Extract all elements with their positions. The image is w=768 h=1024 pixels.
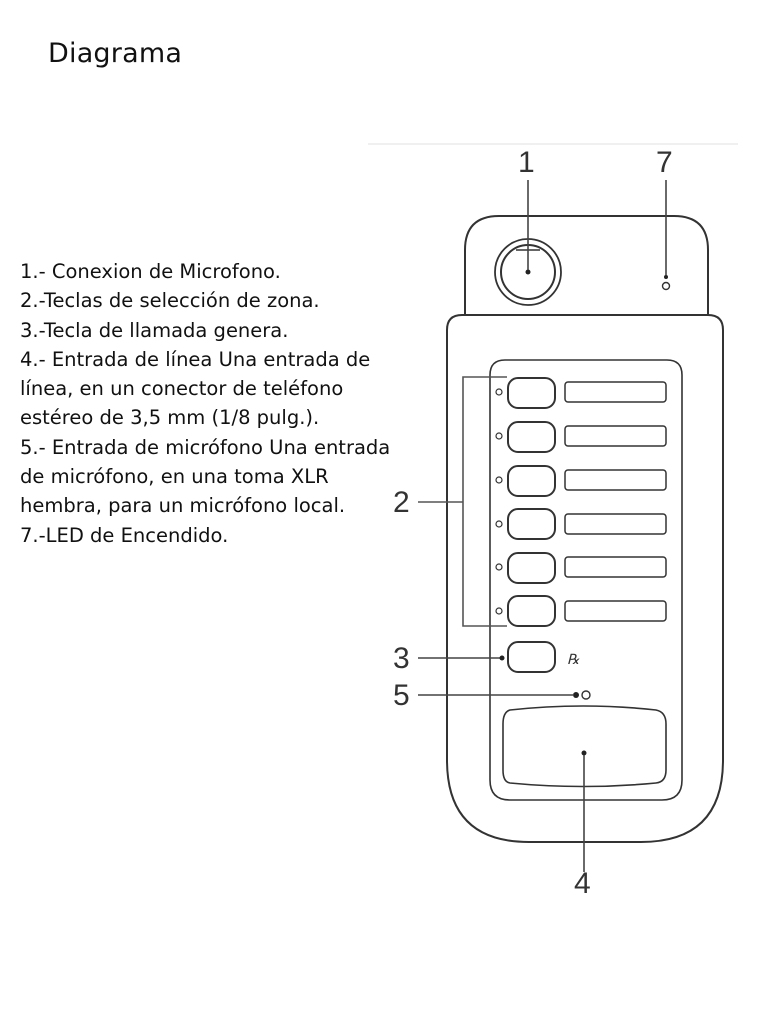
inner-panel	[489, 359, 683, 801]
legend-line: estéreo de 3,5 mm (1/8 pulg.).	[20, 406, 320, 430]
device-body	[446, 314, 724, 843]
callout-1: 1	[518, 146, 535, 179]
zone-key-row	[495, 465, 667, 497]
legend-line: 2.-Teclas de selección de zona.	[20, 289, 320, 313]
page-title: Diagrama	[48, 38, 183, 69]
leader-lines	[418, 180, 667, 872]
callout-7: 7	[656, 146, 673, 179]
zone-key-row	[495, 377, 667, 409]
legend-line: 7.-LED de Encendido.	[20, 523, 229, 547]
legend-line: línea, en un conector de teléfono	[20, 377, 344, 401]
callout-3: 3	[393, 642, 410, 675]
mic-input-indicator	[573, 690, 591, 700]
legend-line: 3.-Tecla de llamada genera.	[20, 318, 289, 342]
legend-line: hembra, para un micrófono local.	[20, 494, 346, 518]
legend-line: 4.- Entrada de línea Una entrada de	[20, 347, 371, 371]
callout-2-bracket	[418, 376, 507, 627]
power-led	[661, 275, 671, 291]
line-input-panel	[502, 705, 667, 788]
legend-line: de micrófono, en una toma XLR	[20, 465, 329, 489]
callout-4: 4	[574, 867, 591, 900]
line-input-dot	[581, 750, 587, 756]
legend-text: 1.- Conexion de Microfono. 2.-Teclas de …	[20, 257, 450, 550]
general-call-symbol-icon: ℞	[567, 652, 580, 668]
callout-2: 2	[393, 486, 410, 519]
general-call-key: ℞	[507, 641, 580, 673]
zone-key-row	[495, 552, 667, 584]
zone-key-row	[495, 421, 667, 453]
legend-line: 5.- Entrada de micrófono Una entrada	[20, 435, 391, 459]
legend-line: 1.- Conexion de Microfono.	[20, 260, 281, 283]
device-head	[464, 215, 709, 315]
zone-key-row	[495, 508, 667, 540]
callout-5: 5	[393, 679, 410, 712]
zone-key-row	[495, 595, 667, 627]
zone-keys	[495, 377, 667, 627]
